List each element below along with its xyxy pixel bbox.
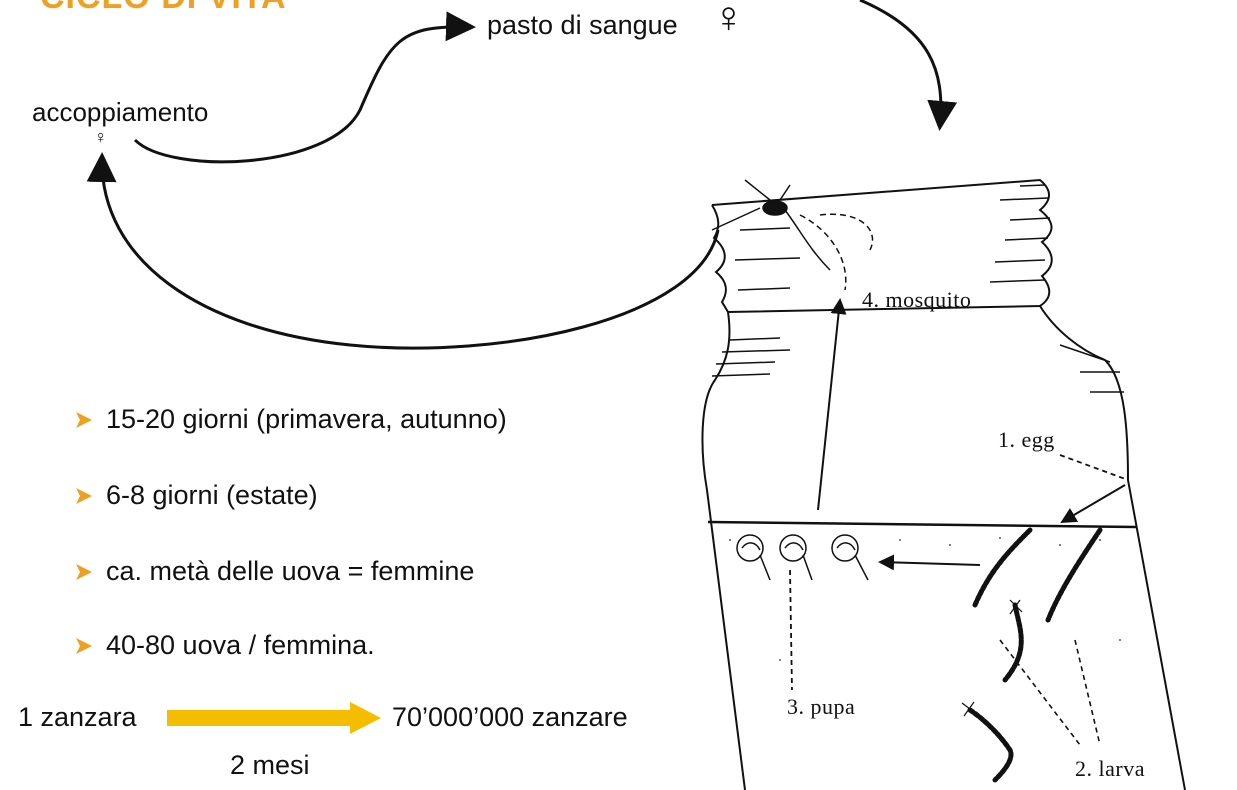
growth-arrow-icon: [165, 700, 385, 736]
bullet-arrow-icon: [74, 410, 94, 430]
arrow-jar-to-mating: [102, 158, 718, 348]
bullet-item: 40-80 uova / femmina.: [74, 630, 375, 661]
bullet-item: 15-20 giorni (primavera, autunno): [74, 404, 507, 435]
stage-label-mosquito: 4. mosquito: [862, 287, 971, 313]
bullet-arrow-icon: [74, 486, 94, 506]
stage-label-larva: 2. larva: [1075, 756, 1145, 782]
female-symbol-bloodmeal: ♀: [712, 0, 745, 40]
growth-period-label: 2 mesi: [230, 750, 310, 781]
mosquito-figure: [712, 180, 873, 290]
larva-pointer-a: [1000, 640, 1080, 745]
mating-label: accoppiamento: [32, 97, 208, 128]
bullet-text: 6-8 giorni (estate): [106, 480, 318, 511]
larva-pointer-b: [1075, 640, 1100, 745]
bullet-arrow-icon: [74, 636, 94, 656]
bullet-text: 40-80 uova / femmina.: [106, 630, 375, 661]
bullet-item: ca. metà delle uova = femmine: [74, 556, 474, 587]
jar: [702, 180, 1185, 790]
larva-to-pupa-arrow: [880, 562, 980, 565]
larvae: [970, 530, 1100, 780]
female-symbol-mating: ♀: [94, 128, 108, 146]
stage-label-egg: 1. egg: [998, 427, 1055, 453]
arrow-bloodmeal-to-jar: [860, 0, 941, 125]
pupa-pointer: [790, 570, 792, 690]
blood-meal-label: pasto di sangue: [487, 10, 678, 41]
mosquito-pointer: [818, 300, 840, 510]
egg-pointer-dashed: [1060, 455, 1128, 480]
bullet-text: ca. metà delle uova = femmine: [106, 556, 474, 587]
arrow-mating-to-bloodmeal: [135, 27, 470, 162]
bullet-item: 6-8 giorni (estate): [74, 480, 318, 511]
bullet-arrow-icon: [74, 562, 94, 582]
growth-to-label: 70’000’000 zanzare: [392, 702, 628, 733]
growth-from-label: 1 zanzara: [18, 702, 137, 733]
pupae: [737, 535, 868, 580]
bullet-text: 15-20 giorni (primavera, autunno): [106, 404, 507, 435]
egg-pointer: [1062, 485, 1125, 522]
stage-label-pupa: 3. pupa: [787, 694, 855, 720]
